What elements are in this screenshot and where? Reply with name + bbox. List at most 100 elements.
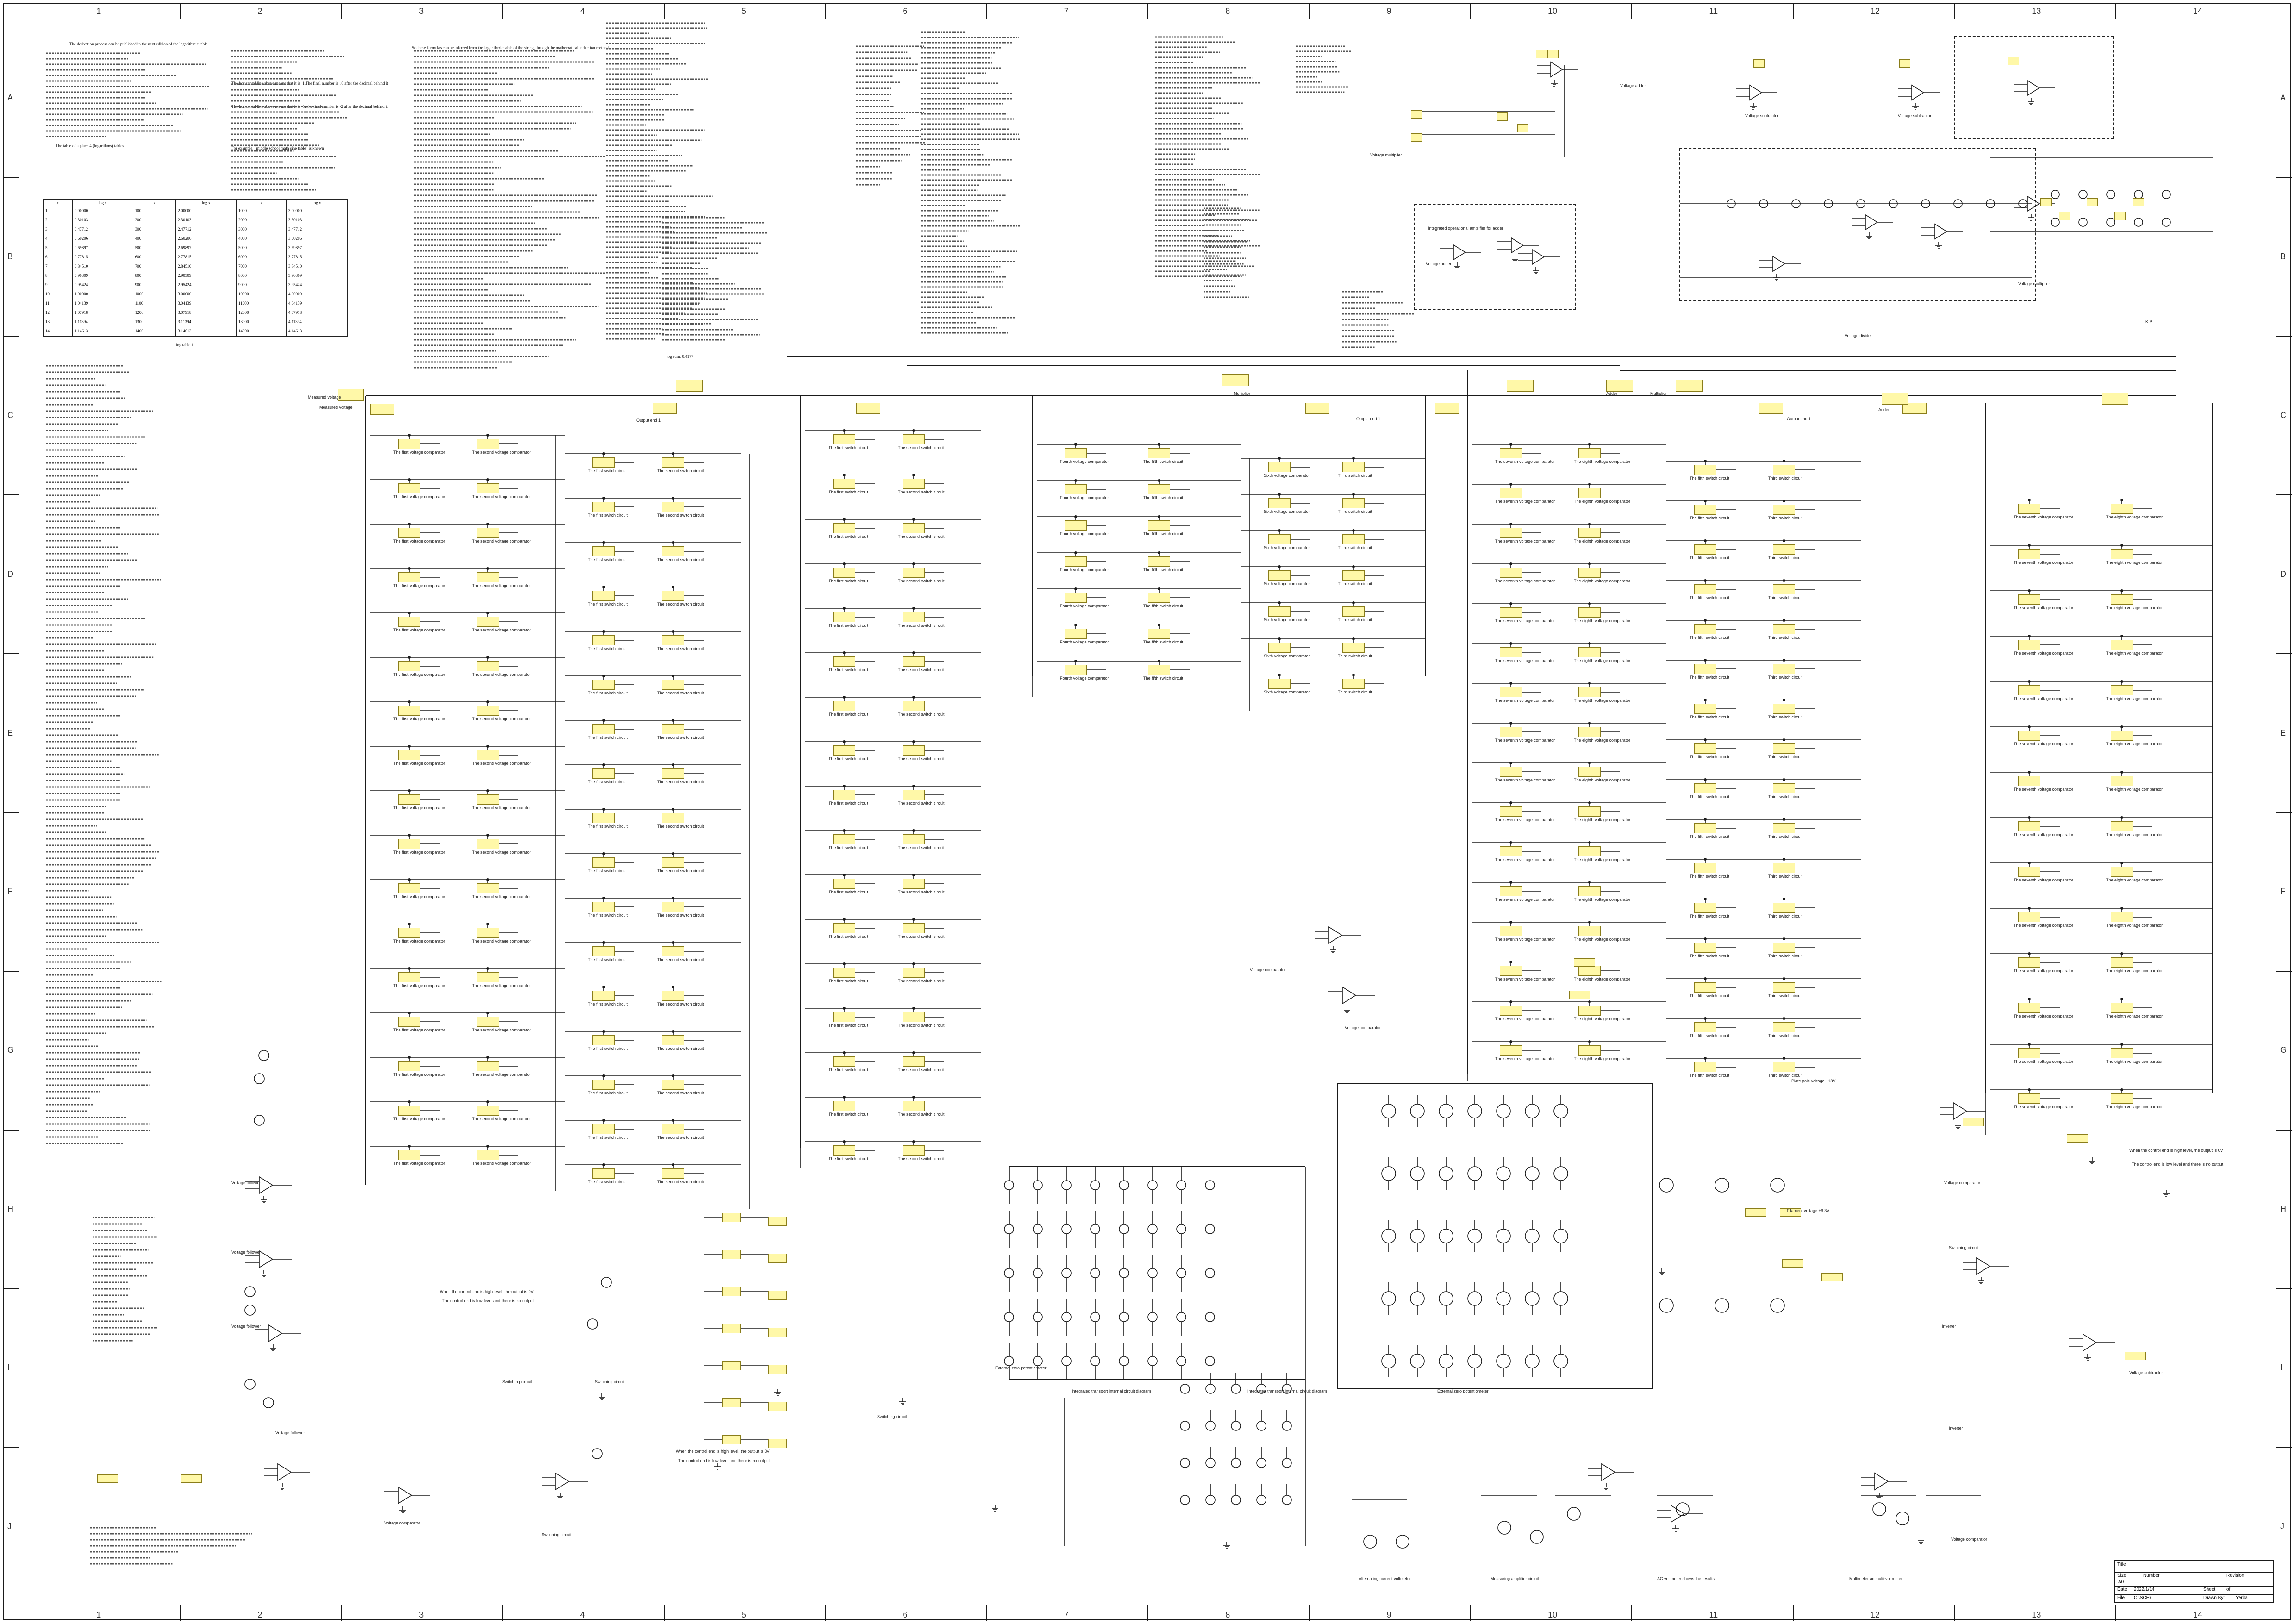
zone-col-marker: 11	[1709, 1610, 1718, 1619]
comparator-block	[1500, 568, 1522, 578]
comparator-label: The seventh voltage comparator	[1495, 539, 1555, 543]
comparator-block	[833, 1101, 855, 1111]
comparator-block	[398, 528, 420, 538]
junction-dot	[672, 941, 674, 944]
comparator-block	[1773, 544, 1795, 555]
junction-dot	[1783, 579, 1785, 582]
comparator-block	[2018, 912, 2040, 922]
comparator-label: The second switch circuit	[657, 1180, 704, 1184]
comparator-label: The seventh voltage comparator	[2014, 742, 2074, 746]
comparator-block	[1268, 606, 1291, 617]
junction-dot	[672, 452, 674, 455]
comparator-block	[1694, 1062, 1716, 1072]
junction-dot	[602, 497, 605, 500]
comparator-label: The first voltage comparator	[393, 1161, 446, 1166]
junction-dot	[1704, 619, 1707, 622]
comparator-block	[833, 479, 855, 489]
switch-block	[722, 1398, 741, 1407]
switch-block	[768, 1365, 787, 1374]
comparator-label: The second switch circuit	[657, 735, 704, 740]
resistor-block	[1536, 50, 1547, 58]
junction-dot	[672, 675, 674, 677]
comparator-block	[1342, 462, 1365, 472]
log-table-cell: 1000	[236, 206, 287, 215]
comparator-block	[1500, 1045, 1522, 1056]
comparator-block	[398, 883, 420, 893]
zone-tick	[3, 1129, 19, 1131]
label-switching-circuit-bl2: Switching circuit	[595, 1380, 625, 1384]
comparator-label: The second switch circuit	[898, 668, 945, 672]
comparator-label: The first voltage comparator	[393, 983, 446, 988]
junction-dot	[408, 612, 411, 614]
comparator-label: The eighth voltage comparator	[2106, 923, 2163, 928]
vacuum-tube-icon	[1496, 1166, 1511, 1181]
zone-row-marker: G	[2280, 1045, 2287, 1055]
comparator-label: The seventh voltage comparator	[1495, 977, 1555, 981]
junction-dot	[2028, 1088, 2031, 1091]
comparator-block	[1773, 465, 1795, 475]
junction-dot	[1588, 642, 1591, 645]
log-table-cell: 10000	[236, 289, 287, 299]
comparator-block	[1342, 498, 1365, 508]
junction-dot	[602, 763, 605, 766]
component-block	[1963, 1118, 1984, 1126]
junction-dot	[1704, 460, 1707, 462]
comparator-label: The eighth voltage comparator	[2106, 606, 2163, 610]
transistor-icon	[1231, 1421, 1241, 1431]
junction-dot	[843, 829, 846, 832]
junction-dot	[912, 607, 915, 610]
transistor-icon	[1180, 1384, 1190, 1394]
zone-col-marker: 6	[903, 1610, 908, 1619]
junction-dot	[2028, 1043, 2031, 1046]
zone-col-marker: 9	[1386, 6, 1391, 16]
comparator-label: The second voltage comparator	[472, 1072, 531, 1077]
label-switching-circuit-bm: Switching circuit	[877, 1414, 907, 1419]
comparator-block	[1578, 647, 1601, 657]
comparator-label: The eighth voltage comparator	[2106, 968, 2163, 973]
comparator-block	[1148, 448, 1170, 458]
label-control-low-b: The control end is low level and there i…	[678, 1458, 770, 1463]
comparator-block	[1268, 643, 1291, 653]
comparator-block	[1148, 665, 1170, 675]
comparator-block	[1342, 534, 1365, 544]
comparator-block	[903, 1145, 925, 1156]
comparator-block	[1694, 664, 1716, 674]
comparator-label: The second voltage comparator	[472, 717, 531, 721]
title-label: Title	[2117, 1562, 2126, 1567]
log-table-cell: 3	[43, 225, 73, 234]
log-table-cell: 2000	[236, 215, 287, 225]
junction-dot	[2028, 589, 2031, 592]
comparator-label: Third switch circuit	[1338, 654, 1372, 658]
zone-tick	[1470, 3, 1471, 19]
zone-tick	[2276, 1288, 2292, 1289]
op-amp-icon	[1911, 84, 1925, 101]
junction-dot	[408, 923, 411, 925]
comparator-block	[662, 1168, 684, 1179]
junction-dot	[602, 941, 605, 944]
comparator-label: The first switch circuit	[829, 1156, 869, 1161]
comparator-label: Third switch circuit	[1768, 794, 1803, 799]
comparator-label: The fifth switch circuit	[1143, 568, 1184, 572]
vacuum-tube-icon	[1467, 1291, 1482, 1306]
comparator-block	[2018, 821, 2040, 831]
transistor-icon	[1256, 1421, 1266, 1431]
junction-dot	[408, 1012, 411, 1014]
junction-dot	[1783, 460, 1785, 462]
transistor-icon	[1256, 1495, 1266, 1505]
transistor-icon	[1004, 1224, 1014, 1234]
log-table-footnote: log table 1	[176, 343, 193, 347]
comparator-label: The first voltage comparator	[393, 450, 446, 455]
vacuum-tube-icon	[1467, 1354, 1482, 1368]
junction-dot	[486, 834, 489, 837]
zone-col-marker: 12	[1870, 1610, 1880, 1619]
junction-dot	[1783, 1057, 1785, 1060]
comparator-block	[1578, 1045, 1601, 1056]
transistor-icon	[1282, 1458, 1292, 1468]
op-amp-icon	[2083, 1333, 2097, 1352]
comparator-label: The first voltage comparator	[393, 1117, 446, 1121]
junction-dot	[672, 630, 674, 633]
comparator-label: The second switch circuit	[898, 801, 945, 806]
junction-dot	[1783, 818, 1785, 821]
